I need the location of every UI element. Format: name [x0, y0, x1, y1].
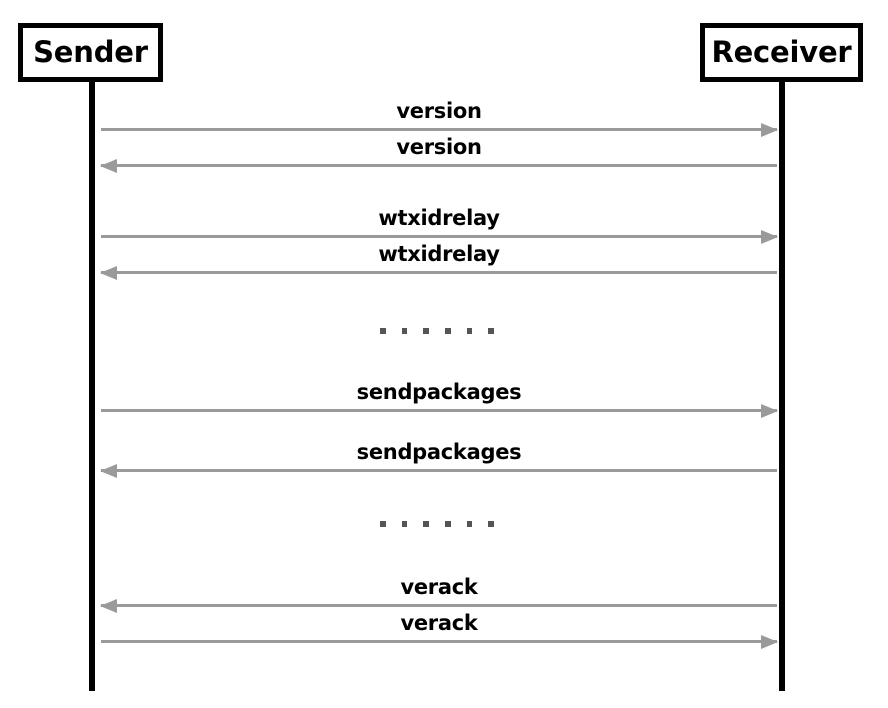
- arrowhead-left-icon: [100, 158, 117, 173]
- message-line: [101, 469, 777, 472]
- ellipsis-dot: [379, 521, 386, 527]
- participant-label-sender: Sender: [33, 35, 148, 69]
- lifeline-receiver: [779, 80, 785, 691]
- ellipsis-dot: [379, 328, 386, 334]
- message-label: sendpackages: [356, 380, 522, 404]
- ellipsis-dot: [466, 328, 473, 334]
- message-label: verack: [400, 611, 478, 635]
- ellipsis-dot: [488, 328, 495, 334]
- participant-box-receiver[interactable]: Receiver: [700, 23, 863, 82]
- message-line: [101, 235, 777, 238]
- arrowhead-right-icon: [761, 403, 778, 418]
- ellipsis-dot: [423, 521, 429, 527]
- arrowhead-left-icon: [100, 463, 117, 478]
- message-label: version: [396, 99, 482, 123]
- message-label: sendpackages: [356, 440, 522, 464]
- ellipsis-dot: [445, 521, 451, 527]
- message-label: verack: [400, 575, 478, 599]
- ellipsis-dot: [423, 328, 429, 334]
- arrowhead-right-icon: [761, 229, 778, 244]
- message-line: [101, 271, 777, 274]
- message-line: [101, 164, 777, 167]
- message-line: [101, 128, 777, 131]
- arrowhead-left-icon: [100, 265, 117, 280]
- ellipsis-dot: [401, 521, 408, 527]
- participant-label-receiver: Receiver: [711, 35, 852, 69]
- ellipsis-separator: [379, 327, 495, 335]
- arrowhead-right-icon: [761, 122, 778, 137]
- message-label: wtxidrelay: [378, 206, 500, 230]
- participant-box-sender[interactable]: Sender: [18, 23, 163, 82]
- message-line: [101, 604, 777, 607]
- ellipsis-dot: [445, 328, 451, 334]
- ellipsis-dot: [401, 328, 408, 334]
- ellipsis-dot: [488, 521, 495, 527]
- message-line: [101, 409, 777, 412]
- lifeline-sender: [89, 80, 95, 691]
- arrowhead-left-icon: [100, 598, 117, 613]
- arrowhead-right-icon: [761, 634, 778, 649]
- message-label: version: [396, 135, 482, 159]
- message-line: [101, 640, 777, 643]
- message-label: wtxidrelay: [378, 242, 500, 266]
- ellipsis-separator: [379, 520, 495, 528]
- ellipsis-dot: [466, 521, 473, 527]
